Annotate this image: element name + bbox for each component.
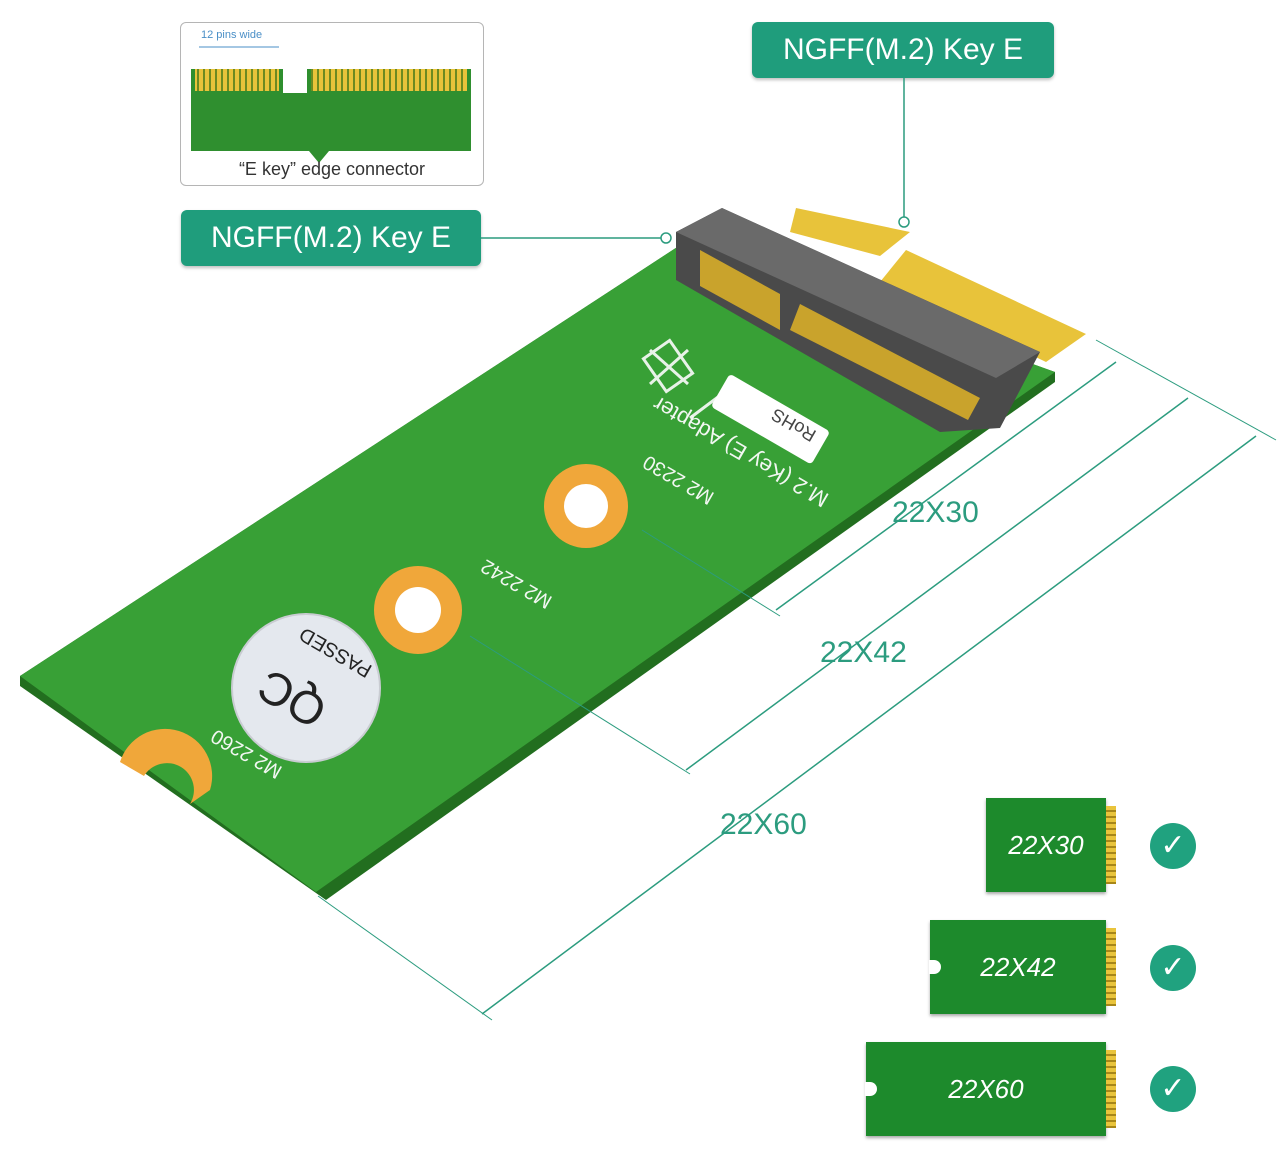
- edge-connector-inset: 12 pins wide “E key” edge connector: [180, 22, 484, 186]
- check-icon: ✓: [1150, 1066, 1196, 1112]
- dimension-22x30: 22X30: [892, 496, 979, 529]
- callout-key-e-top: NGFF(M.2) Key E: [752, 22, 1054, 78]
- dimension-22x42: 22X42: [820, 636, 907, 669]
- card-notch: [929, 960, 941, 974]
- check-icon: ✓: [1150, 945, 1196, 991]
- card-22x30: 22X30: [986, 798, 1116, 892]
- card-notch: [865, 1082, 877, 1096]
- card-pins: [1106, 806, 1116, 884]
- pins-wide-label: 12 pins wide: [201, 29, 263, 41]
- card-22x42: 22X42: [929, 920, 1116, 1014]
- card-22x30-label: 22X30: [1008, 830, 1084, 860]
- check-icon: ✓: [1150, 823, 1196, 869]
- edge-connector-caption: “E key” edge connector: [238, 159, 426, 179]
- card-22x42-label: 22X42: [980, 952, 1056, 982]
- card-22x60-label: 22X60: [948, 1074, 1024, 1104]
- edge-connector-illustration: [191, 46, 471, 163]
- card-pins: [1106, 1050, 1116, 1128]
- card-22x60: 22X60: [865, 1042, 1116, 1136]
- callout-key-e-left: NGFF(M.2) Key E: [181, 210, 481, 266]
- dimension-22x60: 22X60: [720, 808, 807, 841]
- card-pins: [1106, 928, 1116, 1006]
